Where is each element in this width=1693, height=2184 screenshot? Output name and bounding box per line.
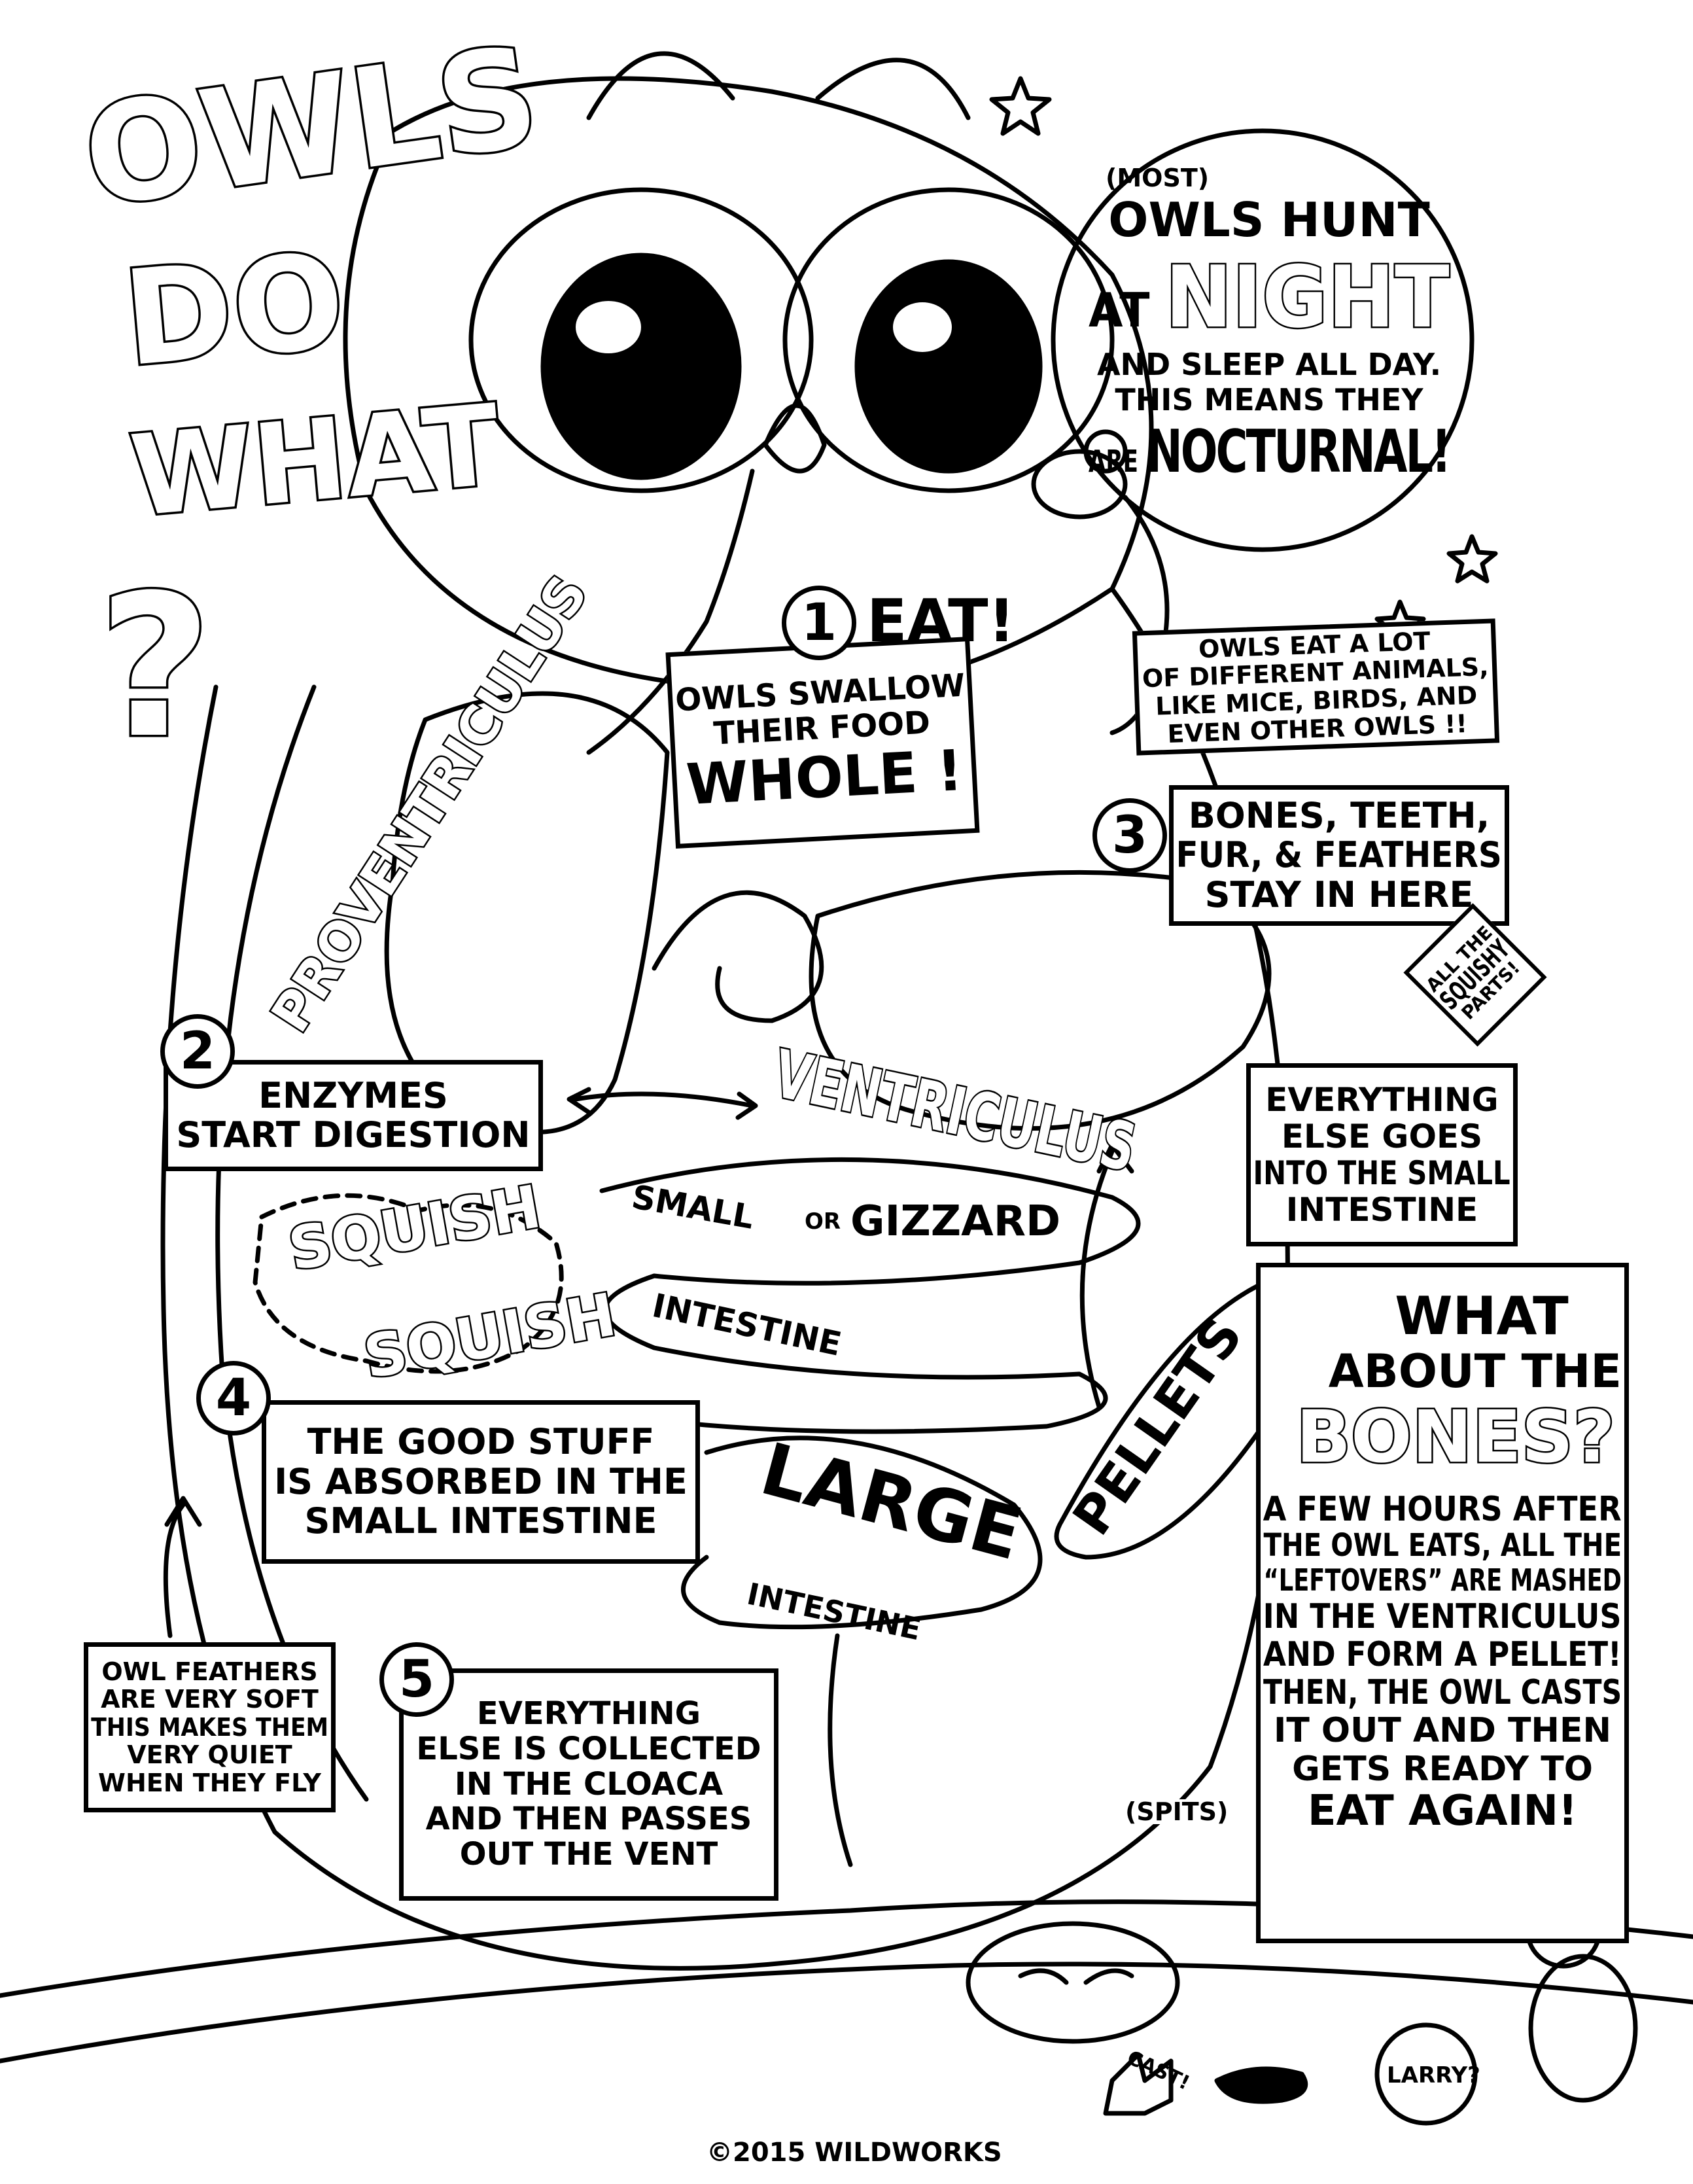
bones-line: AND FORM A PELLET! (1263, 1634, 1622, 1674)
night-bubble-text: (MOST) OWLS HUNT AT NIGHT AND SLEEP ALL … (1086, 164, 1452, 486)
feathers-line: VERY QUIET (127, 1740, 292, 1770)
spits-aside: (SPITS) (1125, 1797, 1229, 1826)
bones-line: EAT AGAIN! (1307, 1786, 1578, 1835)
feathers-line: THIS MAKES THEM (90, 1712, 329, 1742)
cast-burst (1103, 2052, 1174, 2116)
night-word: NIGHT (1164, 246, 1451, 349)
bones-line: THEN, THE OWL CASTS (1263, 1673, 1622, 1713)
night-at: AT (1089, 283, 1150, 338)
night-line: THIS MEANS THEY (1115, 382, 1423, 417)
step-4-line: IS ABSORBED IN THE (274, 1460, 688, 1502)
owl-small-bottom (966, 1921, 1180, 2044)
step-4-number: 4 (196, 1361, 271, 1435)
step-5-line: IN THE CLOACA (454, 1765, 724, 1803)
step-3-box: BONES, TEETH, FUR, & FEATHERS STAY IN HE… (1169, 785, 1509, 926)
step-1-number: 1 (782, 586, 856, 660)
everything-else-box: EVERYTHING ELSE GOES INTO THE SMALL INTE… (1246, 1063, 1518, 1246)
step-4-box: THE GOOD STUFF IS ABSORBED IN THE SMALL … (262, 1400, 700, 1564)
step-2-number: 2 (160, 1014, 235, 1089)
step-2-line: START DIGESTION (176, 1114, 531, 1155)
feathers-line: OWL FEATHERS (101, 1657, 318, 1686)
title-what: WHAT (124, 378, 507, 544)
step-5-box: EVERYTHING ELSE IS COLLECTED IN THE CLOA… (399, 1668, 778, 1901)
copyright: ©2015 WILDWORKS (707, 2138, 1002, 2168)
arrow-feathers (163, 1496, 202, 1638)
bones-heading: WHAT (1395, 1286, 1569, 1347)
bones-line: IN THE VENTRICULUS (1263, 1596, 1622, 1636)
star-icon (1446, 534, 1498, 584)
pellet-small (1214, 2066, 1308, 2104)
step-5-line: EVERYTHING (476, 1695, 701, 1733)
bones-line: THE OWL EATS, ALL THE (1263, 1527, 1622, 1564)
night-line: AND SLEEP ALL DAY. (1096, 347, 1442, 382)
owl-eye-left (468, 187, 814, 493)
owl-head (343, 76, 1154, 696)
arrow-up (1079, 1142, 1134, 1409)
esophagus (586, 468, 755, 755)
most-aside: (MOST) (1106, 164, 1210, 192)
everything-else-line: ELSE GOES (1281, 1118, 1483, 1155)
gut-spiral (652, 890, 824, 1023)
gizzard-label: GIZZARD (850, 1197, 1061, 1246)
everything-else-line: INTO THE SMALL (1253, 1154, 1511, 1192)
proventriculus (384, 691, 670, 1135)
or-label: OR (805, 1208, 841, 1235)
night-line: OWLS HUNT (1108, 192, 1430, 247)
diet-box: OWLS EAT A LOT OF DIFFERENT ANIMALS, LIK… (1132, 618, 1500, 756)
larry-bubble (1374, 2022, 1478, 2126)
small-intestine (599, 1157, 1141, 1434)
star-icon (989, 76, 1052, 136)
night-are: ARE (1089, 444, 1139, 479)
step-5-line: OUT THE VENT (459, 1836, 718, 1873)
bones-line: IT OUT AND THEN (1274, 1711, 1611, 1751)
bones-heading: ABOUT THE (1328, 1344, 1622, 1398)
feathers-line: ARE VERY SOFT (101, 1685, 319, 1714)
nocturnal-word: NOCTURNAL! (1146, 417, 1452, 486)
step-5-line: AND THEN PASSES (425, 1801, 752, 1838)
feathers-line: WHEN THEY FLY (98, 1768, 321, 1797)
night-line: AT NIGHT (1089, 246, 1451, 349)
step-4-line: SMALL INTESTINE (304, 1500, 657, 1542)
squish-splash (253, 1193, 564, 1374)
arrow-double (567, 1087, 758, 1120)
step-3-line: STAY IN HERE (1204, 873, 1474, 915)
owl-eye-right (782, 187, 1115, 493)
owl-beak (763, 403, 827, 474)
title-question-mark: ? (96, 553, 214, 781)
step-1-whole: WHOLE ! (684, 737, 964, 818)
step-5-number: 5 (379, 1642, 454, 1717)
everything-else-line: INTESTINE (1285, 1191, 1478, 1229)
bones-line: A FEW HOURS AFTER (1263, 1490, 1622, 1530)
night-line: ARE NOCTURNAL! (1089, 417, 1452, 486)
bones-line: “LEFTOVERS” ARE MASHED (1263, 1562, 1622, 1598)
moon-circle (1051, 128, 1475, 552)
step-5-line: ELSE IS COLLECTED (416, 1730, 761, 1767)
step-1-heading: EAT! (867, 587, 1015, 656)
feathers-box: OWL FEATHERS ARE VERY SOFT THIS MAKES TH… (84, 1642, 336, 1812)
step-3-line: BONES, TEETH, (1188, 794, 1490, 836)
step-2-line: ENZYMES (258, 1074, 448, 1116)
title-do: DO (116, 222, 353, 398)
ventriculus-gizzard (809, 870, 1272, 1131)
everything-else-line: EVERYTHING (1265, 1081, 1499, 1119)
bones-line: GETS READY TO (1292, 1749, 1593, 1789)
step-3-line: FUR, & FEATHERS (1176, 834, 1503, 876)
bones-panel: WHAT ABOUT THE BONES? A FEW HOURS AFTER … (1256, 1263, 1629, 1943)
larry-label: LARRY? (1387, 2062, 1480, 2088)
step-4-line: THE GOOD STUFF (307, 1421, 655, 1463)
step-1-box: OWLS SWALLOW THEIR FOOD WHOLE ! (665, 637, 980, 849)
step-3-number: 3 (1092, 798, 1167, 873)
step-2-box: ENZYMES START DIGESTION (164, 1060, 543, 1171)
large-intestine (680, 1435, 1043, 1867)
owl-ear-tuft (586, 51, 971, 120)
bones-heading-big: BONES? (1295, 1394, 1617, 1479)
